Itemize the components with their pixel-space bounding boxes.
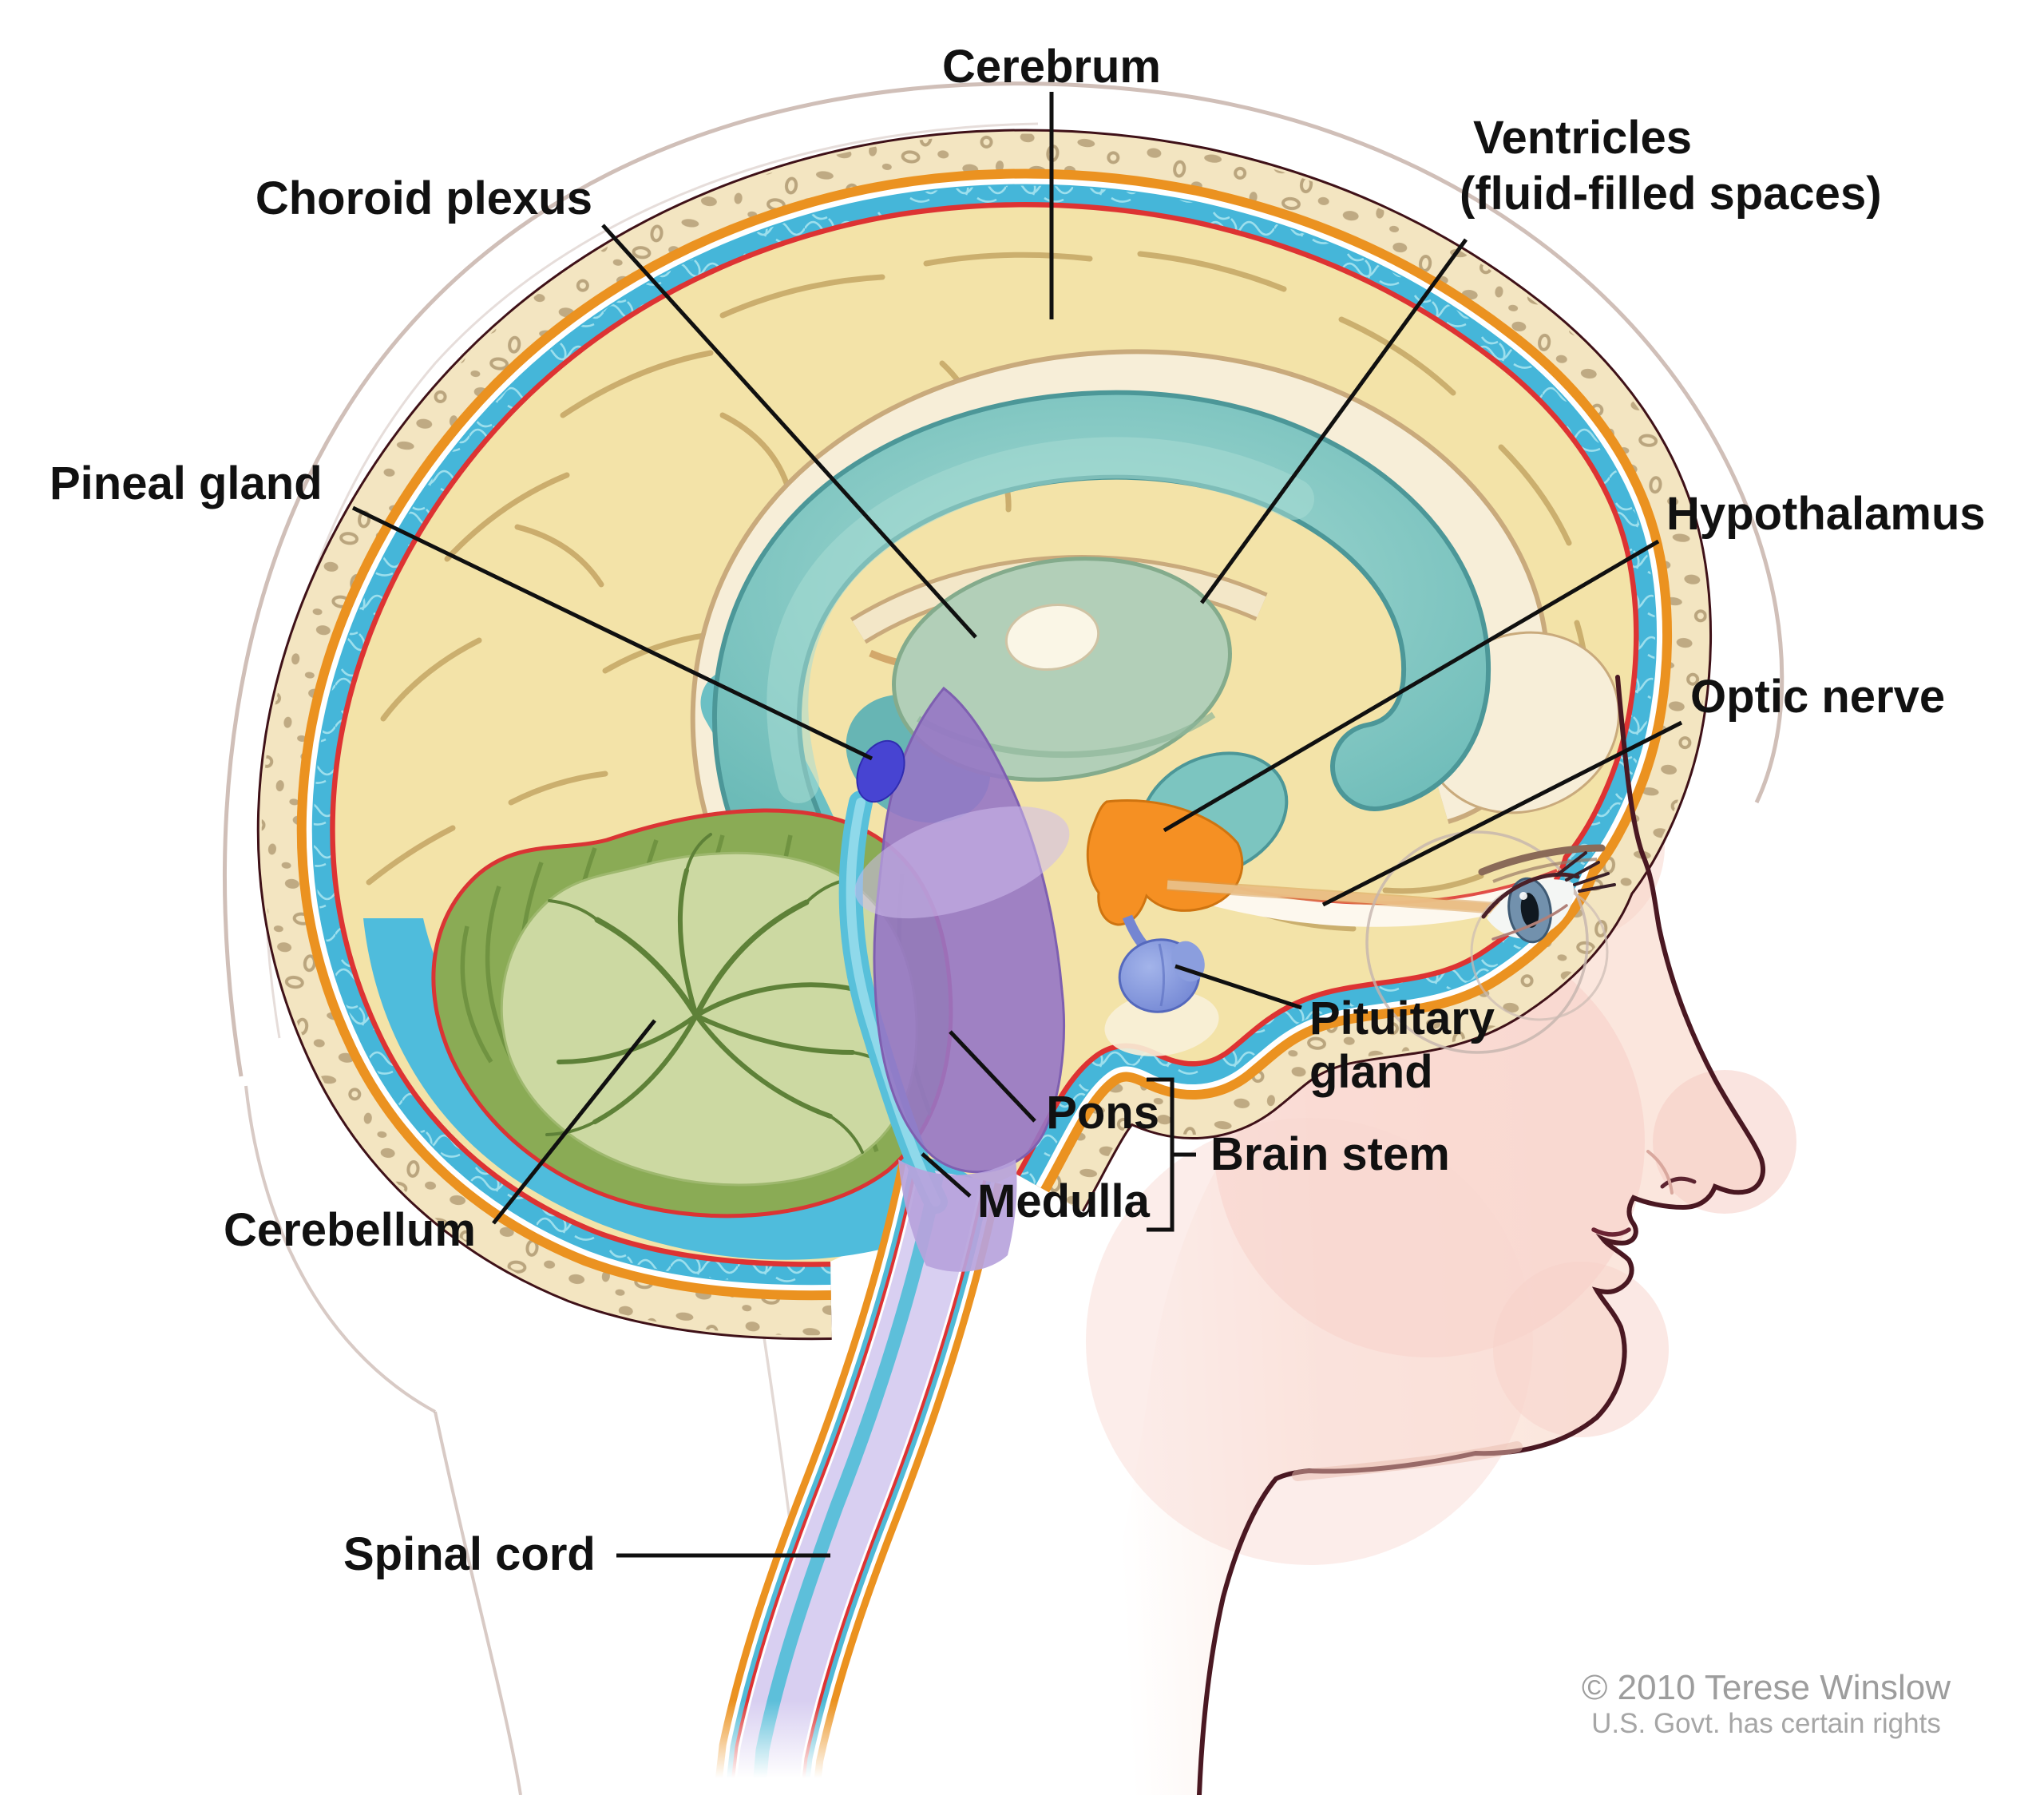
label-hypothalamus: Hypothalamus bbox=[1666, 488, 1986, 540]
leader-pons bbox=[949, 1030, 1036, 1123]
lower-eyelid bbox=[1491, 904, 1568, 941]
labels: Cerebrum Choroid plexus Ventricles (flui… bbox=[50, 41, 1986, 1580]
upper-eyelid bbox=[1481, 872, 1580, 919]
label-pineal-gland: Pineal gland bbox=[50, 458, 323, 509]
label-pons: Pons bbox=[1046, 1087, 1159, 1139]
leader-lines bbox=[351, 92, 1683, 1558]
label-optic-nerve: Optic nerve bbox=[1690, 671, 1945, 723]
brain-stem-group bbox=[854, 686, 1070, 1272]
medulla-shape bbox=[898, 1159, 1017, 1272]
label-ventricles-line2: (fluid-filled spaces) bbox=[1460, 168, 1882, 220]
eyelashes bbox=[1555, 851, 1616, 893]
spinal-cord-shape bbox=[735, 1167, 981, 1795]
orbit-outline bbox=[1365, 830, 1589, 1054]
eyebrow bbox=[1478, 844, 1606, 876]
under-chin-shadow bbox=[1292, 1441, 1523, 1481]
back-of-head-outline bbox=[244, 1085, 436, 1413]
leader-optic-nerve bbox=[1321, 720, 1683, 907]
label-pituitary-line2: gland bbox=[1309, 1046, 1433, 1098]
eye-highlight bbox=[1519, 892, 1527, 900]
copyright-line2: U.S. Govt. has certain rights bbox=[1591, 1708, 1941, 1739]
nostril bbox=[1660, 1176, 1697, 1189]
label-ventricles-line1: Ventricles bbox=[1473, 112, 1692, 164]
copyright: © 2010 Terese Winslow U.S. Govt. has cer… bbox=[1582, 1668, 1951, 1739]
leader-cerebellum bbox=[492, 1019, 656, 1225]
face-features bbox=[1197, 675, 1765, 1795]
scalp-outline bbox=[222, 81, 1785, 1077]
leader-medulla bbox=[921, 1152, 972, 1198]
leader-pituitary-gland bbox=[1175, 964, 1302, 1010]
back-of-neck-outline bbox=[434, 1411, 522, 1795]
copyright-line1: © 2010 Terese Winslow bbox=[1582, 1668, 1951, 1707]
label-brain-stem: Brain stem bbox=[1210, 1128, 1450, 1180]
midbrain-light-band bbox=[854, 806, 1070, 919]
spinal-canal bbox=[714, 1163, 1002, 1795]
label-spinal-cord: Spinal cord bbox=[343, 1528, 596, 1580]
spinal-cord-fade bbox=[655, 1701, 990, 1795]
fourth-ventricle-highlight bbox=[846, 798, 941, 1207]
leader-choroid-plexus bbox=[601, 224, 977, 639]
label-cerebrum: Cerebrum bbox=[942, 41, 1161, 93]
label-choroid-plexus: Choroid plexus bbox=[256, 172, 592, 224]
sella-cream bbox=[1104, 991, 1219, 1056]
nose-alar-crease bbox=[1646, 1150, 1674, 1195]
interthalamic-adhesion bbox=[1004, 603, 1100, 672]
leader-hypothalamus bbox=[1163, 539, 1660, 833]
label-pituitary-line1: Pituitary bbox=[1309, 993, 1495, 1044]
lateral-ventricle bbox=[716, 394, 1486, 866]
central-canal-stripe bbox=[751, 1172, 945, 1795]
eye-pupil bbox=[1520, 893, 1539, 928]
label-medulla: Medulla bbox=[977, 1175, 1151, 1227]
brain-stem-bracket bbox=[1147, 1077, 1196, 1232]
hypothalamus-shape bbox=[1086, 798, 1244, 926]
leader-pineal-gland bbox=[351, 505, 873, 761]
eyebrow-hair-stroke bbox=[1492, 858, 1598, 883]
leader-ventricles bbox=[1199, 238, 1468, 604]
mouth-line bbox=[1591, 1227, 1631, 1237]
pituitary-lobe-divider bbox=[1158, 943, 1166, 1007]
label-cerebellum: Cerebellum bbox=[224, 1204, 476, 1256]
ventricle-highlight bbox=[766, 437, 1314, 803]
